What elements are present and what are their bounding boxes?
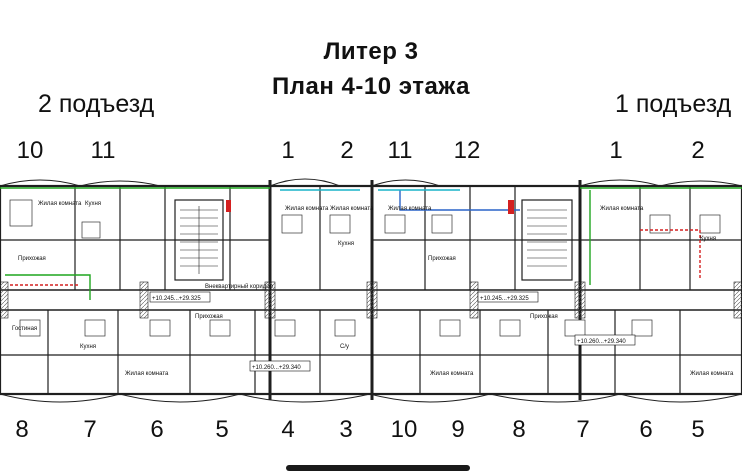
bottom-apartment-number: 8	[512, 416, 526, 443]
level-mark: +10.245...+29.325	[480, 296, 529, 302]
room-label: Жилая комната	[600, 206, 644, 212]
bottom-apartment-number: 4	[281, 416, 295, 443]
level-mark: +10.260...+29.340	[577, 339, 626, 345]
room-label: Жилая комната	[38, 201, 82, 207]
room-label: Жилая комната	[388, 206, 432, 212]
bottom-apartment-number: 7	[83, 416, 97, 443]
top-apartment-number: 12	[453, 137, 481, 164]
room-label: Прихожая	[530, 314, 558, 320]
bottom-apartment-number: 3	[339, 416, 353, 443]
floor-plan-drawing: +10.245...+29.325 +10.245...+29.325 +10.…	[0, 178, 742, 403]
room-label: Прихожая	[18, 256, 46, 262]
bottom-apartment-number: 9	[451, 416, 465, 443]
room-label: Жилая комната	[690, 371, 734, 377]
room-label: Кухня	[85, 201, 101, 207]
room-label: Кухня	[338, 241, 354, 247]
bottom-apartment-number: 6	[150, 416, 164, 443]
room-label: Жилая комната	[285, 206, 329, 212]
entrance-2-label: 2 подъезд	[38, 90, 155, 118]
room-label: Кухня	[80, 344, 96, 350]
top-apartment-number: 10	[16, 137, 44, 164]
level-mark: +10.245...+29.325	[152, 296, 201, 302]
room-label: Прихожая	[195, 314, 223, 320]
room-label: С/у	[340, 344, 349, 350]
bottom-apartment-number: 5	[215, 416, 229, 443]
top-apartment-number: 1	[281, 137, 295, 164]
room-label: Гостиная	[12, 326, 37, 332]
horizontal-scrollbar[interactable]	[286, 465, 470, 471]
bottom-apartment-number: 10	[390, 416, 418, 443]
plan-title: Литер 3	[323, 38, 419, 65]
room-label: Жилая комната	[125, 371, 169, 377]
top-apartment-number: 2	[691, 137, 705, 164]
room-label: Жилая комната	[330, 206, 374, 212]
top-apartment-number: 11	[387, 137, 413, 164]
corridor-label: Внеквартирный коридор	[205, 283, 274, 290]
top-apartment-number: 1	[609, 137, 623, 164]
bottom-apartment-number: 5	[691, 416, 705, 443]
top-apartment-number: 2	[340, 137, 354, 164]
room-label: Кухня	[700, 236, 716, 242]
room-label: Прихожая	[428, 256, 456, 262]
bottom-apartment-number: 8	[15, 416, 29, 443]
plan-subtitle: План 4-10 этажа	[272, 73, 470, 100]
bottom-apartment-number: 6	[639, 416, 653, 443]
room-label: Жилая комната	[430, 371, 474, 377]
top-apartment-number: 11	[90, 137, 116, 164]
level-mark: +10.260...+29.340	[252, 365, 301, 371]
entrance-1-label: 1 подъезд	[615, 90, 732, 118]
bottom-apartment-number: 7	[576, 416, 590, 443]
